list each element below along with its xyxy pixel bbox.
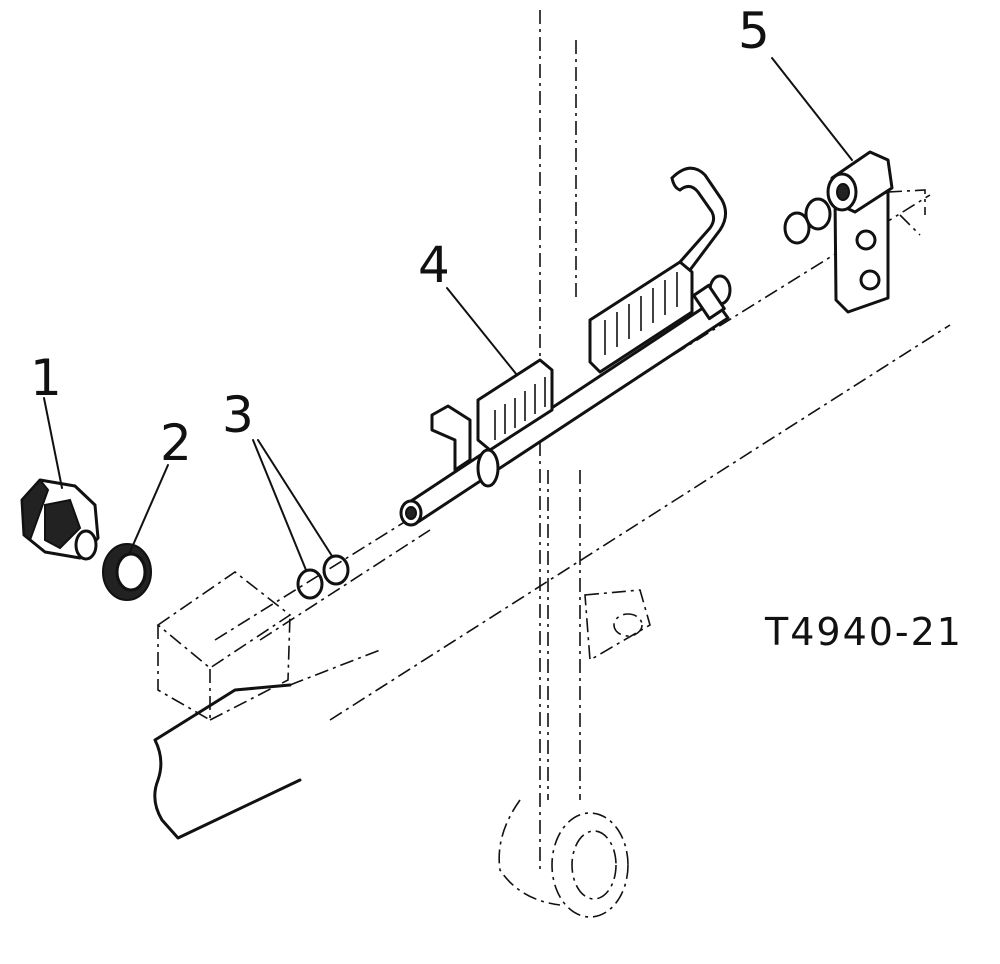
bracket-o-ring-b <box>804 197 832 231</box>
housing-block-side <box>209 614 291 721</box>
leader-3b <box>257 439 333 557</box>
main-axis-upper <box>214 194 931 641</box>
leader-lines <box>43 57 853 571</box>
callout-4: 4 <box>418 236 450 294</box>
main-axis-lower <box>329 324 951 721</box>
clevis-link <box>584 589 651 662</box>
bracket-o-ring-a <box>783 211 811 245</box>
fitting-nipple <box>74 529 98 561</box>
o-ring-b <box>322 554 350 586</box>
phantom-context <box>153 10 951 918</box>
part-1-fitting <box>20 478 100 561</box>
pivot-boss-inner <box>571 830 617 900</box>
fitting-shadow-left <box>20 478 50 542</box>
fitting-shadow-face <box>44 498 82 550</box>
figure-id: T4940-21 <box>764 610 963 654</box>
callout-5: 5 <box>738 2 770 60</box>
bent-rod-cap <box>670 176 682 192</box>
frame-beam-top <box>289 649 381 686</box>
frame-beam <box>153 683 302 840</box>
callout-1: 1 <box>30 349 62 407</box>
shaft-end-left-bore <box>405 506 417 520</box>
axis-extension <box>259 529 431 641</box>
bent-rod-outer <box>670 166 727 272</box>
right-paddle-hatching <box>604 272 678 355</box>
housing-block-top <box>156 571 292 669</box>
left-lever-tab <box>430 404 472 472</box>
bent-rod-inner <box>678 185 716 264</box>
part-5-bracket <box>783 150 926 314</box>
bracket-phantom-extension <box>887 189 926 236</box>
part-4-shaft-assembly <box>399 166 732 527</box>
leader-3a <box>252 439 307 571</box>
bracket-hole-upper <box>855 229 877 251</box>
part-3-o-rings <box>296 554 350 600</box>
o-ring-a <box>296 568 324 600</box>
pivot-arm <box>498 799 561 906</box>
callout-2: 2 <box>160 414 192 472</box>
pivot-boss <box>551 812 629 918</box>
bracket-hole-lower <box>859 269 881 291</box>
part-2-washer <box>102 543 152 601</box>
callout-labels: 1 2 3 4 5 <box>30 2 770 472</box>
left-paddle-hatching <box>494 377 546 440</box>
callout-3: 3 <box>222 386 254 444</box>
leader-2 <box>129 464 169 553</box>
clevis-hole <box>613 613 643 637</box>
housing-block-front <box>157 625 211 722</box>
leader-1 <box>43 397 63 489</box>
shaft-clamp-ring <box>476 448 500 488</box>
bracket-bushing-bore <box>836 183 850 201</box>
leader-4 <box>446 287 518 376</box>
leader-5 <box>771 57 853 161</box>
washer-inner <box>115 552 147 592</box>
shaft-collar <box>692 283 726 321</box>
